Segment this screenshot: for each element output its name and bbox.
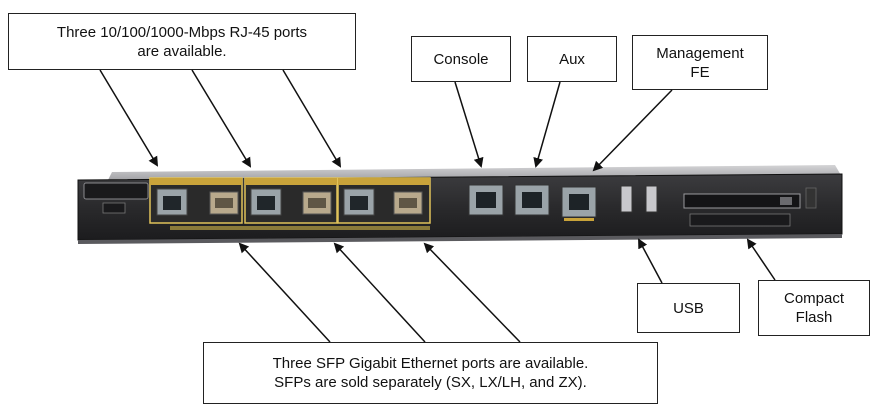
mgmt-fe-port-jack — [569, 194, 589, 210]
management-fe-callout: Management FE — [632, 35, 768, 90]
console-callout: Console — [411, 36, 511, 82]
compact-flash-eject-button — [780, 197, 792, 205]
module-label-plate — [83, 182, 149, 200]
usb-callout: USB — [637, 283, 740, 333]
arrow-compact-flash — [746, 238, 776, 281]
port-group-2 — [244, 177, 338, 224]
arrow-sfp-3 — [423, 242, 521, 343]
rj45-port-1-jack — [163, 196, 181, 210]
arrow-rj45-2 — [191, 69, 252, 168]
mgmt-callout-line2: FE — [690, 63, 710, 81]
port-group-1 — [149, 177, 243, 224]
compact-flash-label — [689, 213, 791, 227]
rj45-port-3-jack — [350, 196, 368, 210]
sfp-cage-2-slot — [308, 198, 326, 208]
console-callout-label: Console — [433, 50, 489, 68]
rj45-callout-line1: Three 10/100/1000-Mbps RJ-45 ports — [56, 23, 308, 41]
rj45-port-2-jack — [257, 196, 275, 210]
usb-port-1 — [620, 185, 633, 213]
module-bottom-edge — [78, 234, 842, 244]
compact-flash-slot — [683, 193, 801, 209]
arrow-sfp-1 — [238, 242, 331, 343]
sfp-ports-callout: Three SFP Gigabit Ethernet ports are ava… — [203, 342, 658, 404]
cf-callout-line2: Flash — [795, 309, 833, 326]
module-led-cluster — [102, 202, 126, 214]
mgmt-fe-port-label — [564, 218, 594, 221]
port-group-3-header — [338, 178, 430, 185]
sfp-cage-3-slot — [399, 198, 417, 208]
arrow-rj45-1 — [99, 69, 159, 167]
rj45-ports-callout: Three 10/100/1000-Mbps RJ-45 ports are a… — [8, 13, 356, 70]
compact-flash-callout: Compact Flash — [758, 280, 870, 336]
port-group-3 — [337, 177, 431, 224]
sfp-callout-line1: Three SFP Gigabit Ethernet ports are ava… — [272, 355, 589, 372]
cf-callout-line1: Compact — [783, 290, 845, 307]
sfp-cage-1-slot — [215, 198, 233, 208]
status-leds — [805, 187, 817, 209]
arrow-aux — [533, 81, 561, 168]
aux-port-jack — [522, 192, 542, 208]
arrow-mgmt — [592, 89, 673, 172]
aux-callout: Aux — [527, 36, 617, 82]
mgmt-callout-line1: Management — [656, 44, 744, 62]
sfp-callout-line2: SFPs are sold separately (SX, LX/LH, and… — [274, 374, 587, 391]
console-port-jack — [476, 192, 496, 208]
rj45-callout-line2: are available. — [137, 42, 227, 60]
usb-callout-label: USB — [673, 299, 704, 317]
port-groups-label-strip — [170, 226, 430, 230]
aux-callout-label: Aux — [559, 50, 585, 68]
port-group-2-header — [245, 178, 337, 185]
port-group-1-header — [150, 178, 242, 185]
arrow-console — [454, 81, 484, 168]
arrow-rj45-3 — [282, 69, 342, 168]
usb-port-2 — [645, 185, 658, 213]
arrow-sfp-2 — [333, 242, 426, 343]
arrow-usb — [638, 238, 663, 284]
